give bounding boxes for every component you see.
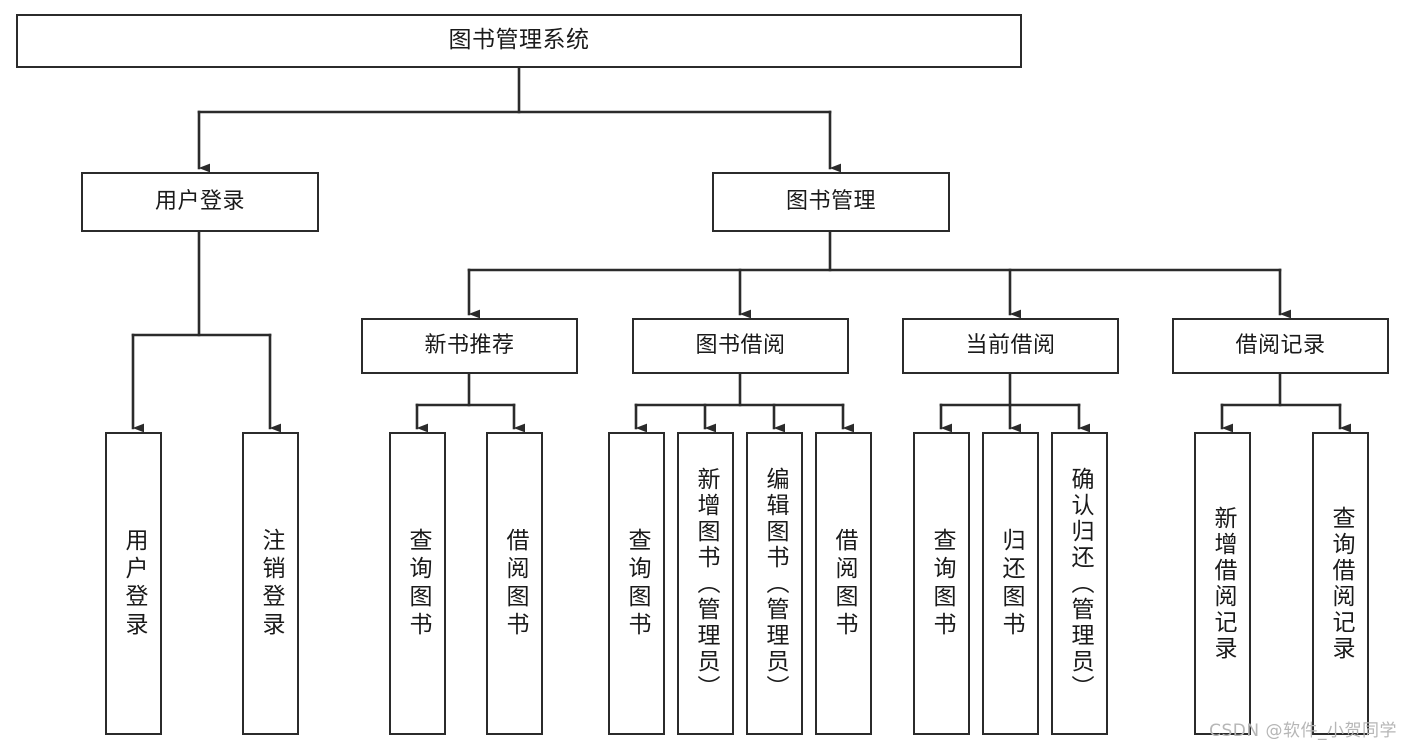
node-leaf-query-book-borrow[interactable]: 查询图书: [608, 432, 665, 735]
node-leaf-query-book-current[interactable]: 查询图书: [913, 432, 970, 735]
node-new-book-recommend[interactable]: 新书推荐: [361, 318, 578, 374]
node-leaf-return-book[interactable]: 归还图书: [982, 432, 1039, 735]
node-label: 当前借阅: [965, 332, 1056, 358]
node-label: 借阅记录: [1235, 332, 1326, 358]
node-label: 图书管理: [785, 188, 876, 214]
node-leaf-query-book-recommend[interactable]: 查询图书: [389, 432, 446, 735]
node-leaf-borrow-book-recommend[interactable]: 借阅图书: [486, 432, 543, 735]
node-label: 借阅图书: [502, 527, 528, 640]
node-borrow-record[interactable]: 借阅记录: [1172, 318, 1389, 374]
node-label: 确认归还（管理员）: [1067, 466, 1093, 701]
node-label: 用户登录: [121, 527, 147, 640]
node-leaf-query-borrow-record[interactable]: 查询借阅记录: [1312, 432, 1369, 735]
watermark-text: CSDN @软件_小贺同学: [1209, 721, 1397, 741]
node-label: 新增借阅记录: [1210, 505, 1236, 662]
node-label: 查询图书: [624, 527, 650, 640]
node-label: 新书推荐: [424, 332, 515, 358]
node-leaf-user-login[interactable]: 用户登录: [105, 432, 162, 735]
node-root-system[interactable]: 图书管理系统: [16, 14, 1022, 68]
node-label: 图书管理系统: [448, 27, 590, 54]
node-label: 归还图书: [998, 527, 1024, 640]
node-label: 注销登录: [258, 527, 284, 640]
node-label: 图书借阅: [695, 332, 786, 358]
node-leaf-confirm-return-admin[interactable]: 确认归还（管理员）: [1051, 432, 1108, 735]
node-leaf-add-book-admin[interactable]: 新增图书（管理员）: [677, 432, 734, 735]
node-leaf-edit-book-admin[interactable]: 编辑图书（管理员）: [746, 432, 803, 735]
node-label: 查询图书: [929, 527, 955, 640]
node-leaf-add-borrow-record[interactable]: 新增借阅记录: [1194, 432, 1251, 735]
node-user-login[interactable]: 用户登录: [81, 172, 319, 232]
node-current-borrow[interactable]: 当前借阅: [902, 318, 1119, 374]
node-label: 编辑图书（管理员）: [762, 466, 788, 701]
node-book-borrow[interactable]: 图书借阅: [632, 318, 849, 374]
node-label: 用户登录: [154, 188, 245, 214]
node-label: 查询图书: [405, 527, 431, 640]
node-label: 新增图书（管理员）: [693, 466, 719, 701]
node-leaf-borrow-book[interactable]: 借阅图书: [815, 432, 872, 735]
node-label: 借阅图书: [831, 527, 857, 640]
node-leaf-logout-login[interactable]: 注销登录: [242, 432, 299, 735]
node-book-management[interactable]: 图书管理: [712, 172, 950, 232]
node-label: 查询借阅记录: [1328, 505, 1354, 662]
